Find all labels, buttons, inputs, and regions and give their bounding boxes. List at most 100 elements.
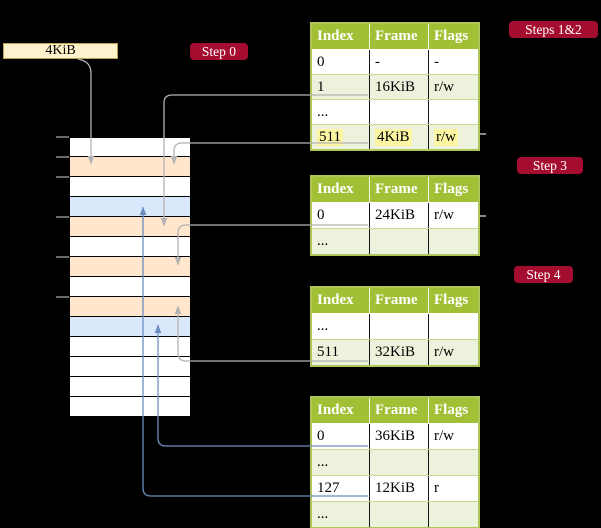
cell-text: ... — [317, 233, 329, 249]
column-header-flags: Flags — [428, 398, 478, 423]
table-cell: 0 — [312, 203, 369, 228]
table-cell: - — [428, 50, 478, 74]
memory-frame-row-0 — [70, 137, 190, 157]
cell-text: r/w — [434, 344, 454, 360]
cell-text: 16KiB — [375, 78, 416, 95]
badge-step-4: Step 4 — [514, 266, 573, 283]
column-header-index: Index — [317, 292, 354, 308]
cell-text: 12KiB — [375, 480, 416, 496]
memory-frame-row-10 — [70, 337, 190, 357]
cell-text: 32KiB — [375, 344, 416, 360]
table-cell: ... — [312, 450, 369, 475]
table-cell: 12KiB — [369, 476, 428, 501]
table-cell: r/w — [428, 75, 478, 99]
table-cell: 511 — [312, 125, 369, 149]
table-cell: 127 — [312, 476, 369, 501]
column-header-index: Index — [317, 28, 354, 44]
memory-frame-row-2 — [70, 177, 190, 197]
table-row: 0 24KiB r/w — [312, 202, 478, 228]
table-row: ... — [312, 501, 478, 527]
cell-text: 0 — [317, 207, 325, 223]
cell-text: 1 — [317, 78, 325, 95]
table-cell: 511 — [312, 340, 369, 365]
cell-text: ... — [317, 506, 329, 522]
memory-frame-row-11 — [70, 357, 190, 377]
cell-text: - — [434, 53, 439, 70]
cell-text: 36KiB — [375, 428, 416, 444]
table-cell — [369, 450, 428, 475]
table-cell — [369, 314, 428, 339]
cell-text: 0 — [317, 53, 325, 70]
table-cell: r/w — [428, 125, 478, 149]
table-cell: ... — [312, 100, 369, 124]
table-cell — [428, 314, 478, 339]
cell-text: - — [375, 53, 380, 70]
table-cell — [428, 229, 478, 254]
table-cell: 32KiB — [369, 340, 428, 365]
memory-frame-row-4 — [70, 217, 190, 237]
memory-frame-row-8 — [70, 297, 190, 317]
cell-text: r/w — [434, 428, 454, 444]
cell-text: 511 — [317, 344, 339, 360]
cell-text: ... — [317, 318, 329, 334]
table-cell — [428, 450, 478, 475]
memory-frame-row-7 — [70, 277, 190, 297]
cell-text: 24KiB — [375, 207, 416, 223]
badge-steps-1-2: Steps 1&2 — [509, 21, 598, 38]
table-row: 1 16KiB r/w — [312, 74, 478, 99]
table-cell — [369, 229, 428, 254]
badge-step-3: Step 3 — [517, 157, 583, 174]
table-row: 511 32KiB r/w — [312, 339, 478, 365]
cell-text: r/w — [434, 207, 454, 223]
column-header-flags: Flags — [428, 24, 478, 49]
table-row: ... — [312, 449, 478, 475]
table-cell: ... — [312, 314, 369, 339]
table-row: ... — [312, 99, 478, 124]
memory-frame-row-9 — [70, 317, 190, 337]
highlighted-cell-text: 511 — [317, 128, 343, 146]
column-header-flags: Flags — [428, 177, 478, 202]
table-cell — [428, 502, 478, 527]
table-cell — [369, 100, 428, 124]
table-cell — [428, 100, 478, 124]
memory-ticks — [56, 136, 69, 298]
table-cell: 4KiB — [369, 125, 428, 149]
highlighted-cell-text: 4KiB — [375, 128, 412, 146]
memory-frame-row-3 — [70, 197, 190, 217]
table-cell: 0 — [312, 424, 369, 449]
cell-text: r — [434, 480, 439, 496]
highlighted-cell-text: r/w — [434, 128, 458, 146]
table-cell: 24KiB — [369, 203, 428, 228]
table-cell: r/w — [428, 424, 478, 449]
table-row: ... — [312, 313, 478, 339]
page-size-text: 4KiB — [45, 43, 76, 58]
memory-frame-row-5 — [70, 237, 190, 257]
cell-text: 0 — [317, 428, 325, 444]
table-cell: r/w — [428, 203, 478, 228]
badge-step-0: Step 0 — [190, 43, 248, 60]
cell-text: 127 — [317, 480, 340, 496]
memory-frame-row-12 — [70, 377, 190, 397]
table-cell: 1 — [312, 75, 369, 99]
table-cell: r — [428, 476, 478, 501]
table-cell: 36KiB — [369, 424, 428, 449]
table-cell: ... — [312, 502, 369, 527]
memory-frame-row-6 — [70, 257, 190, 277]
column-header-frame: Frame — [369, 24, 428, 49]
cell-text: ... — [317, 454, 329, 470]
column-header-index: Index — [317, 402, 354, 418]
table-cell: ... — [312, 229, 369, 254]
column-header-frame: Frame — [369, 398, 428, 423]
table-row: 127 12KiB r — [312, 475, 478, 501]
table-row: 511 4KiB r/w — [312, 124, 478, 149]
cell-text: r/w — [434, 78, 454, 95]
column-header-frame: Frame — [369, 177, 428, 202]
